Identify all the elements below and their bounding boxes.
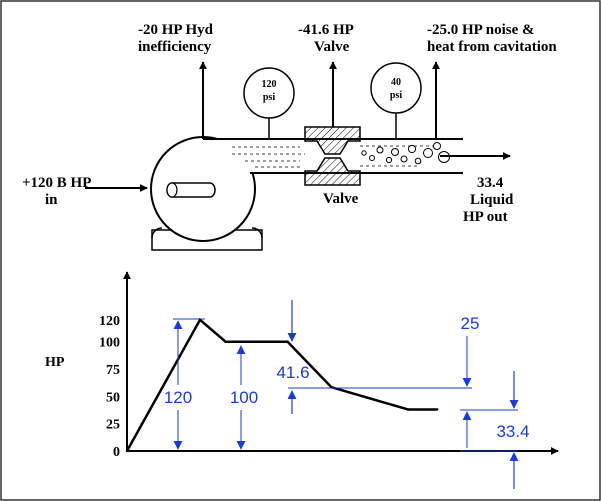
input-line2: in: [45, 192, 58, 208]
input-line1: +120 B HP: [22, 175, 91, 191]
pump-schematic: 120 psi 40 psi -20 HP Hyd inefficiency -…: [22, 22, 557, 251]
y-tick-label: 100: [99, 336, 120, 351]
noise-loss-line2: heat from cavitation: [427, 39, 557, 55]
gauge-upstream: [243, 67, 295, 119]
hyd-loss-line1: -20 HP Hyd: [138, 22, 214, 38]
y-tick-label: 0: [113, 445, 120, 460]
valve-label: Valve: [323, 191, 359, 207]
y-tick-label: 50: [106, 390, 120, 405]
valve-bottom-block: [304, 157, 361, 186]
dim-100-label: 100: [230, 388, 258, 407]
hp-series-point-0: [125, 449, 129, 453]
gauge-downstream-value: 40: [391, 77, 401, 88]
dim-33-label: 33.4: [496, 422, 529, 441]
hp-series-point-5: [406, 408, 410, 411]
dim-41-label: 41.6: [276, 363, 309, 382]
valve-loss-line2: Valve: [314, 39, 350, 55]
dim-25-label: 25: [461, 314, 480, 333]
hp-series-point-4: [330, 385, 333, 389]
dim-120-label: 120: [164, 388, 192, 407]
hp-series-line: [125, 317, 438, 452]
hp-series-point-6: [436, 408, 439, 411]
valve-loss-line1: -41.6 HP: [298, 22, 354, 38]
output-line2: Liquid: [470, 192, 514, 208]
y-tick-label: 25: [106, 418, 120, 433]
noise-loss-line1: -25.0 HP noise &: [427, 22, 535, 38]
hp-chart: HP 120 100 75 50 25 0 120 100 41.6 25 33.4: [45, 271, 559, 489]
gauge-upstream-value: 120: [262, 79, 277, 90]
hp-series-point-2: [224, 340, 227, 343]
hp-series-point-1: [198, 318, 202, 322]
hp-series-point-3: [286, 340, 289, 343]
output-line1: 33.4: [477, 175, 504, 191]
gauge-downstream-unit: psi: [390, 90, 402, 101]
y-tick-label: 75: [106, 363, 120, 378]
valve-top-block: [304, 126, 361, 155]
output-line3: HP out: [463, 209, 508, 225]
gauge-upstream-unit: psi: [263, 92, 275, 103]
chart-y-label: HP: [45, 355, 65, 370]
y-tick-label: 120: [99, 314, 120, 329]
hyd-loss-line2: inefficiency: [138, 39, 212, 55]
gauge-downstream: [370, 62, 422, 114]
